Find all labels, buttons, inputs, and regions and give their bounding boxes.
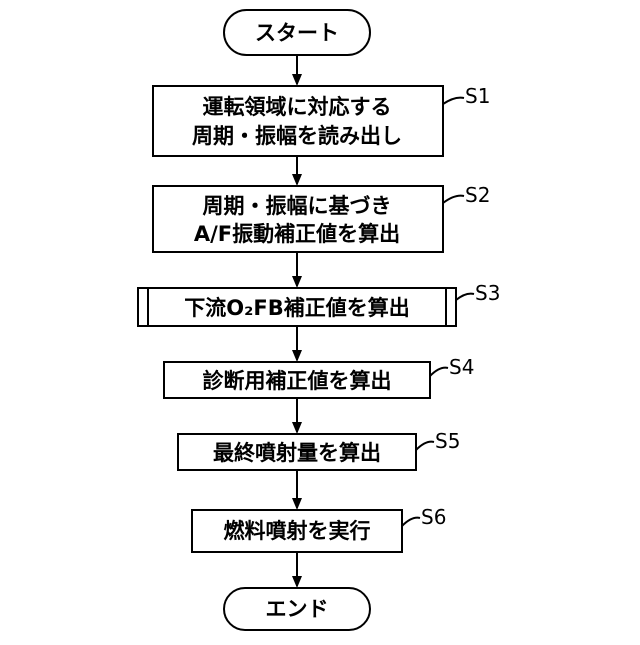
step-s4-line-1: 診断用補正値を算出 [203, 369, 392, 393]
arrow-head-s4 [292, 350, 302, 362]
step-s3-label: S3 [475, 281, 500, 305]
step-s6: 燃料噴射を実行 S6 [192, 505, 446, 552]
step-s3: 下流O₂FB補正値を算出 S3 [138, 281, 500, 326]
step-s2-label: S2 [465, 183, 490, 207]
step-s2-line-2: A/F振動補正値を算出 [194, 222, 400, 246]
step-s2-line-1: 周期・振幅に基づき [203, 194, 392, 218]
step-s4-label-leader [430, 368, 448, 376]
step-s2-label-leader [443, 196, 464, 203]
step-s3-line-1: 下流O₂FB補正値を算出 [184, 296, 409, 320]
arrow-head-s3 [292, 276, 302, 288]
start-terminal-label: スタート [255, 21, 339, 45]
step-s6-label: S6 [421, 505, 446, 529]
step-s1-label: S1 [465, 84, 490, 108]
arrow-head-s6 [292, 498, 302, 510]
arrow-head-s2 [292, 174, 302, 186]
end-terminal: エンド [224, 588, 370, 630]
step-s3-label-leader [456, 294, 474, 300]
arrow-head-s1 [292, 74, 302, 86]
step-s4-label: S4 [449, 355, 474, 379]
step-s1-label-leader [443, 98, 464, 104]
step-s5-label-leader [416, 442, 434, 450]
step-s4: 診断用補正値を算出 S4 [164, 355, 474, 398]
step-s2: 周期・振幅に基づき A/F振動補正値を算出 S2 [153, 183, 490, 252]
arrow-head-s5 [292, 422, 302, 434]
arrow-head-end [292, 576, 302, 588]
step-s5: 最終噴射量を算出 S5 [178, 429, 460, 470]
end-terminal-label: エンド [266, 597, 329, 621]
step-s6-line-1: 燃料噴射を実行 [224, 519, 371, 543]
step-s1-line-1: 運転領域に対応する [203, 95, 392, 119]
start-terminal: スタート [224, 10, 370, 55]
step-s1: 運転領域に対応する 周期・振幅を読み出し S1 [153, 84, 490, 156]
step-s6-label-leader [402, 518, 420, 526]
step-s1-line-2: 周期・振幅を読み出し [192, 124, 402, 148]
step-s5-label: S5 [435, 429, 460, 453]
step-s5-line-1: 最終噴射量を算出 [213, 441, 381, 465]
